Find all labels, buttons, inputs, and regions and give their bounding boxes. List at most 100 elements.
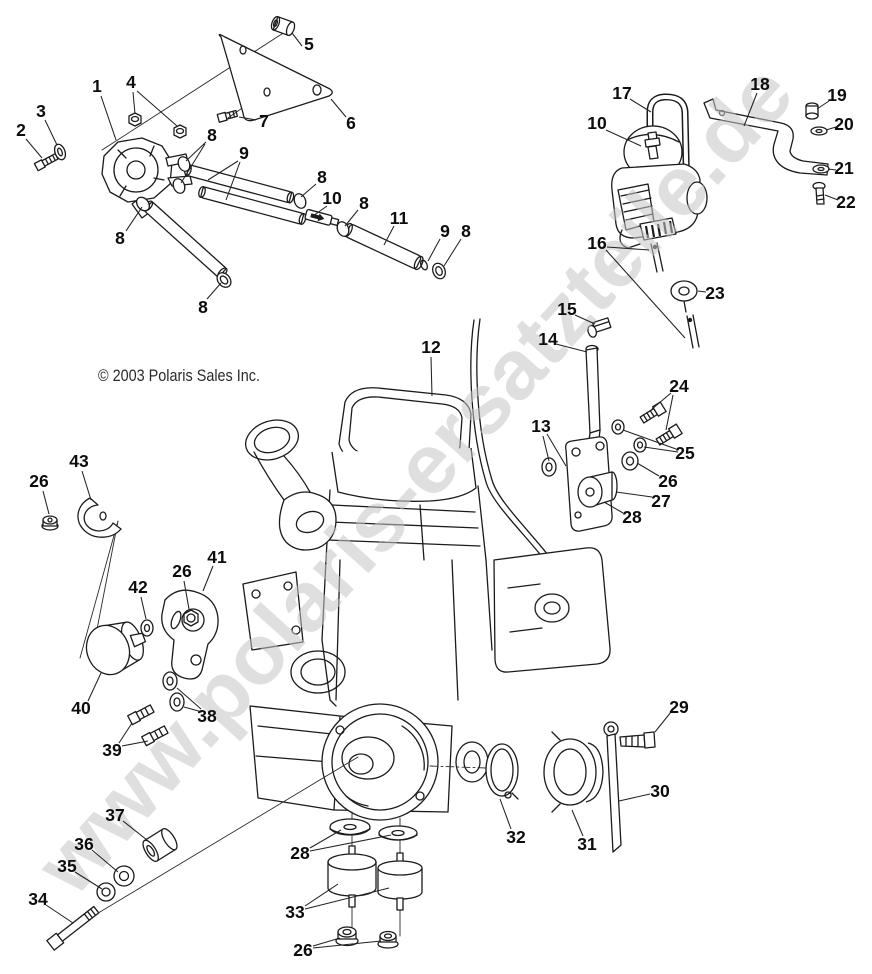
leader-line <box>654 711 672 733</box>
leader-line <box>118 722 133 744</box>
leader-line <box>542 435 550 462</box>
part-callout-22: 22 <box>836 192 856 212</box>
copyright-text: © 2003 Polaris Sales Inc. <box>98 366 260 385</box>
leader-line <box>816 100 830 110</box>
part-callout-2: 2 <box>16 120 26 140</box>
part-callout-13: 13 <box>531 416 551 436</box>
part-callout-34: 34 <box>28 889 48 909</box>
bolt-34-drawing <box>46 905 100 951</box>
part-callout-19: 19 <box>827 85 847 105</box>
part-callout-27: 27 <box>651 491 670 511</box>
part-callout-3: 3 <box>36 101 46 121</box>
leader-line <box>309 834 392 852</box>
leader-line <box>176 687 202 710</box>
leader-line <box>615 491 653 498</box>
part-callout-1: 1 <box>92 76 102 96</box>
leader-line <box>571 809 584 837</box>
part-callout-5: 5 <box>304 34 314 54</box>
mount-rubber-40-drawing <box>85 621 147 676</box>
leader-line <box>344 209 359 227</box>
leader-line <box>122 820 148 841</box>
part-callout-26: 26 <box>658 471 678 491</box>
part-callout-38: 38 <box>197 706 217 726</box>
leader-line <box>574 314 596 325</box>
leader-line <box>183 706 203 713</box>
leader-line <box>206 282 222 300</box>
bolt-7-drawing <box>216 109 239 123</box>
part-callout-26: 26 <box>293 940 313 960</box>
leader-line <box>202 565 214 592</box>
leader-line <box>443 238 462 267</box>
leader-line <box>499 798 512 830</box>
leader-line <box>643 446 679 453</box>
leader-line <box>45 904 74 924</box>
left-mounts-drawing <box>41 497 219 747</box>
leader-line <box>629 98 652 113</box>
leader-line <box>312 937 341 947</box>
part-callout-32: 32 <box>506 827 526 847</box>
flange-nut-icon <box>377 930 399 949</box>
leader-line <box>427 238 441 262</box>
leader-line <box>622 429 677 450</box>
bolt-29-drawing <box>619 731 656 749</box>
leader-line <box>312 205 328 217</box>
leader-line <box>207 160 239 181</box>
screw-nut-icon <box>173 124 187 139</box>
leader-line <box>304 883 339 907</box>
part-callout-9: 9 <box>239 143 249 163</box>
part-callout-37: 37 <box>105 805 124 825</box>
leader-line <box>180 143 206 184</box>
fuel-lines-drawing <box>135 156 446 288</box>
part-callout-8: 8 <box>461 221 471 241</box>
fuel-valve-drawing <box>304 208 340 227</box>
part-callout-9: 9 <box>440 221 450 241</box>
leader-line <box>291 32 303 47</box>
leader-line <box>121 740 149 747</box>
leader-line <box>383 225 395 246</box>
leader-line <box>42 490 50 515</box>
leader-line <box>44 119 58 146</box>
leader-line <box>81 470 92 501</box>
engine-mount-33-drawing <box>327 845 377 908</box>
part-callout-25: 25 <box>675 443 695 463</box>
part-callout-33: 33 <box>285 902 305 922</box>
part-callout-26: 26 <box>172 561 192 581</box>
leader-line <box>304 887 390 910</box>
screw-nut-icon <box>128 112 142 127</box>
part-callout-39: 39 <box>102 740 122 760</box>
engine-drawing <box>242 387 611 821</box>
mount-bracket-drawing <box>216 15 333 123</box>
part-callout-24: 24 <box>669 376 689 396</box>
flange-nut-icon <box>335 926 359 947</box>
leader-line <box>606 246 650 251</box>
part-callout-42: 42 <box>128 577 148 597</box>
part-callout-41: 41 <box>207 547 227 567</box>
part-callout-28: 28 <box>622 507 642 527</box>
part-callout-40: 40 <box>71 698 91 718</box>
part-callout-23: 23 <box>705 283 725 303</box>
leader-line <box>697 290 707 293</box>
elbow-fitting-drawing <box>587 317 612 338</box>
part-callout-36: 36 <box>74 834 94 854</box>
part-callout-8: 8 <box>198 297 208 317</box>
leader-line <box>618 793 651 802</box>
part-callout-12: 12 <box>421 337 441 357</box>
leader-line <box>825 126 837 131</box>
part-callout-26: 26 <box>29 471 49 491</box>
leader-line <box>87 672 102 702</box>
leader-line <box>312 940 382 949</box>
part-callout-8: 8 <box>359 193 369 213</box>
carb-bracket-drawing <box>703 98 830 205</box>
leader-line <box>100 95 117 141</box>
part-callout-35: 35 <box>57 856 77 876</box>
part-callout-43: 43 <box>69 451 89 471</box>
part-callout-7: 7 <box>259 111 269 131</box>
leader-line <box>651 392 672 410</box>
spacer-37-drawing <box>142 828 178 862</box>
leader-line <box>665 394 674 431</box>
leader-line <box>546 433 567 467</box>
leader-line <box>605 249 686 339</box>
part-callout-10: 10 <box>322 188 342 208</box>
leader-line <box>91 849 119 873</box>
leader-line <box>603 501 624 514</box>
